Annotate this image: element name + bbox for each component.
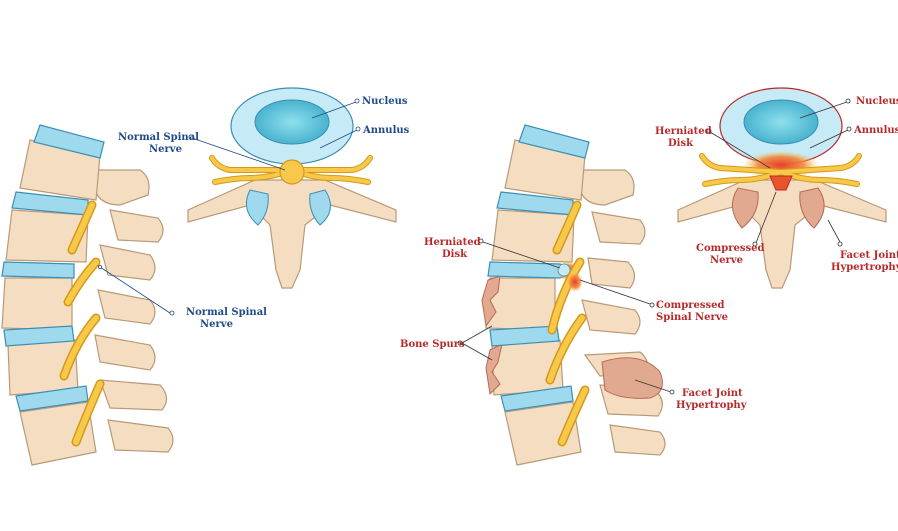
top-compressed-nerve bbox=[769, 175, 793, 191]
top-herniated-label: Herniated Disk bbox=[655, 126, 715, 149]
posterior-processes bbox=[94, 169, 174, 453]
pathology-nucleus-label: Nucleus bbox=[856, 96, 898, 107]
normal-side-view: Normal Spinal Nerve bbox=[1, 124, 270, 466]
bone-spurs bbox=[481, 275, 503, 396]
top-compressed-label: Compressed Nerve bbox=[696, 243, 768, 266]
normal-nucleus bbox=[254, 99, 330, 145]
normal-top-nerve-label: Normal Spinal Nerve bbox=[118, 132, 202, 155]
normal-facet-right bbox=[309, 189, 331, 226]
side-facet-label: Facet Joint Hypertrophy bbox=[676, 388, 748, 411]
side-facet-hypertrophy bbox=[601, 357, 663, 399]
pathology-vertebral-bodies bbox=[485, 139, 586, 466]
normal-vertebra-processes bbox=[187, 179, 397, 289]
normal-annulus-label: Annulus bbox=[362, 125, 410, 136]
normal-side-nerve-label: Normal Spinal Nerve bbox=[186, 307, 270, 330]
normal-facet-left bbox=[245, 189, 269, 226]
vertebral-bodies bbox=[1, 139, 101, 466]
top-facet-label: Facet Joint Hypertrophy bbox=[831, 250, 898, 273]
pathology-nucleus bbox=[743, 99, 819, 145]
top-facet-hypertrophy-left bbox=[731, 187, 759, 229]
pathology-side-view: Herniated Disk Compressed Spinal Nerve B… bbox=[400, 124, 748, 466]
side-compressed-label: Compressed Spinal Nerve bbox=[656, 300, 728, 323]
side-herniated-label: Herniated Disk bbox=[424, 237, 484, 260]
bone-spurs-label: Bone Spurs bbox=[400, 339, 465, 350]
pathology-top-view: Nucleus Annulus Herniated Disk Compresse… bbox=[655, 87, 898, 289]
top-facet-hypertrophy-right bbox=[799, 187, 825, 229]
normal-top-view: Nucleus Annulus Normal Spinal Nerve bbox=[118, 87, 410, 289]
pathology-discs bbox=[487, 124, 590, 412]
pathology-annulus-label: Annulus bbox=[853, 125, 898, 136]
side-compressed-nerve bbox=[567, 272, 583, 292]
pathology-posterior-processes bbox=[579, 169, 666, 456]
leader-normal-side-nerve bbox=[99, 266, 171, 314]
side-herniated-disk bbox=[557, 263, 571, 277]
normal-nucleus-label: Nucleus bbox=[362, 96, 408, 107]
normal-spinal-cord bbox=[279, 159, 305, 185]
